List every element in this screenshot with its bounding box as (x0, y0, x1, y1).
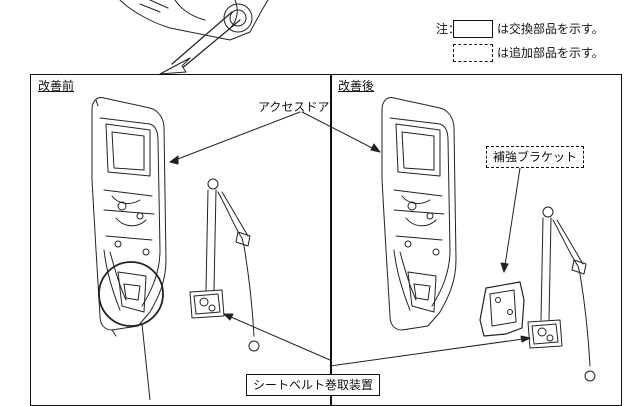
access-door-before (91, 97, 167, 337)
access-door-after (381, 97, 457, 331)
leader-bracket (503, 167, 521, 273)
vehicle-outline (119, 0, 269, 41)
leader-access-door-after (301, 111, 381, 153)
leader-access-door-before (169, 111, 301, 163)
legend-note-prefix: 注： (436, 22, 461, 36)
label-seatbelt-retractor: シートベルト巻取装置 (246, 374, 381, 396)
legend-replacement-box (453, 20, 493, 38)
panel-after (330, 74, 622, 406)
legend-addition-box (453, 44, 493, 62)
circle-leader-line (141, 323, 151, 400)
highlight-circle (98, 261, 164, 327)
panel-before-label: 改善前 (38, 79, 75, 93)
legend-addition-text: は追加部品を示す。 (497, 46, 604, 60)
panel-after-label: 改善後 (338, 79, 375, 93)
seatbelt-after (527, 206, 596, 382)
legend-replacement-text: は交換部品を示す。 (497, 22, 604, 36)
zoom-arrow (159, 11, 241, 75)
reinforcement-bracket (479, 281, 525, 337)
label-access-door: アクセスドア (258, 100, 330, 114)
leader-retractor-after (329, 337, 531, 367)
leader-retractor-before (223, 313, 331, 361)
mount-area-before (117, 271, 147, 313)
label-reinforcement-bracket: 補強ブラケット (486, 146, 585, 168)
panel-before (30, 74, 332, 406)
seatbelt-before (189, 178, 260, 352)
